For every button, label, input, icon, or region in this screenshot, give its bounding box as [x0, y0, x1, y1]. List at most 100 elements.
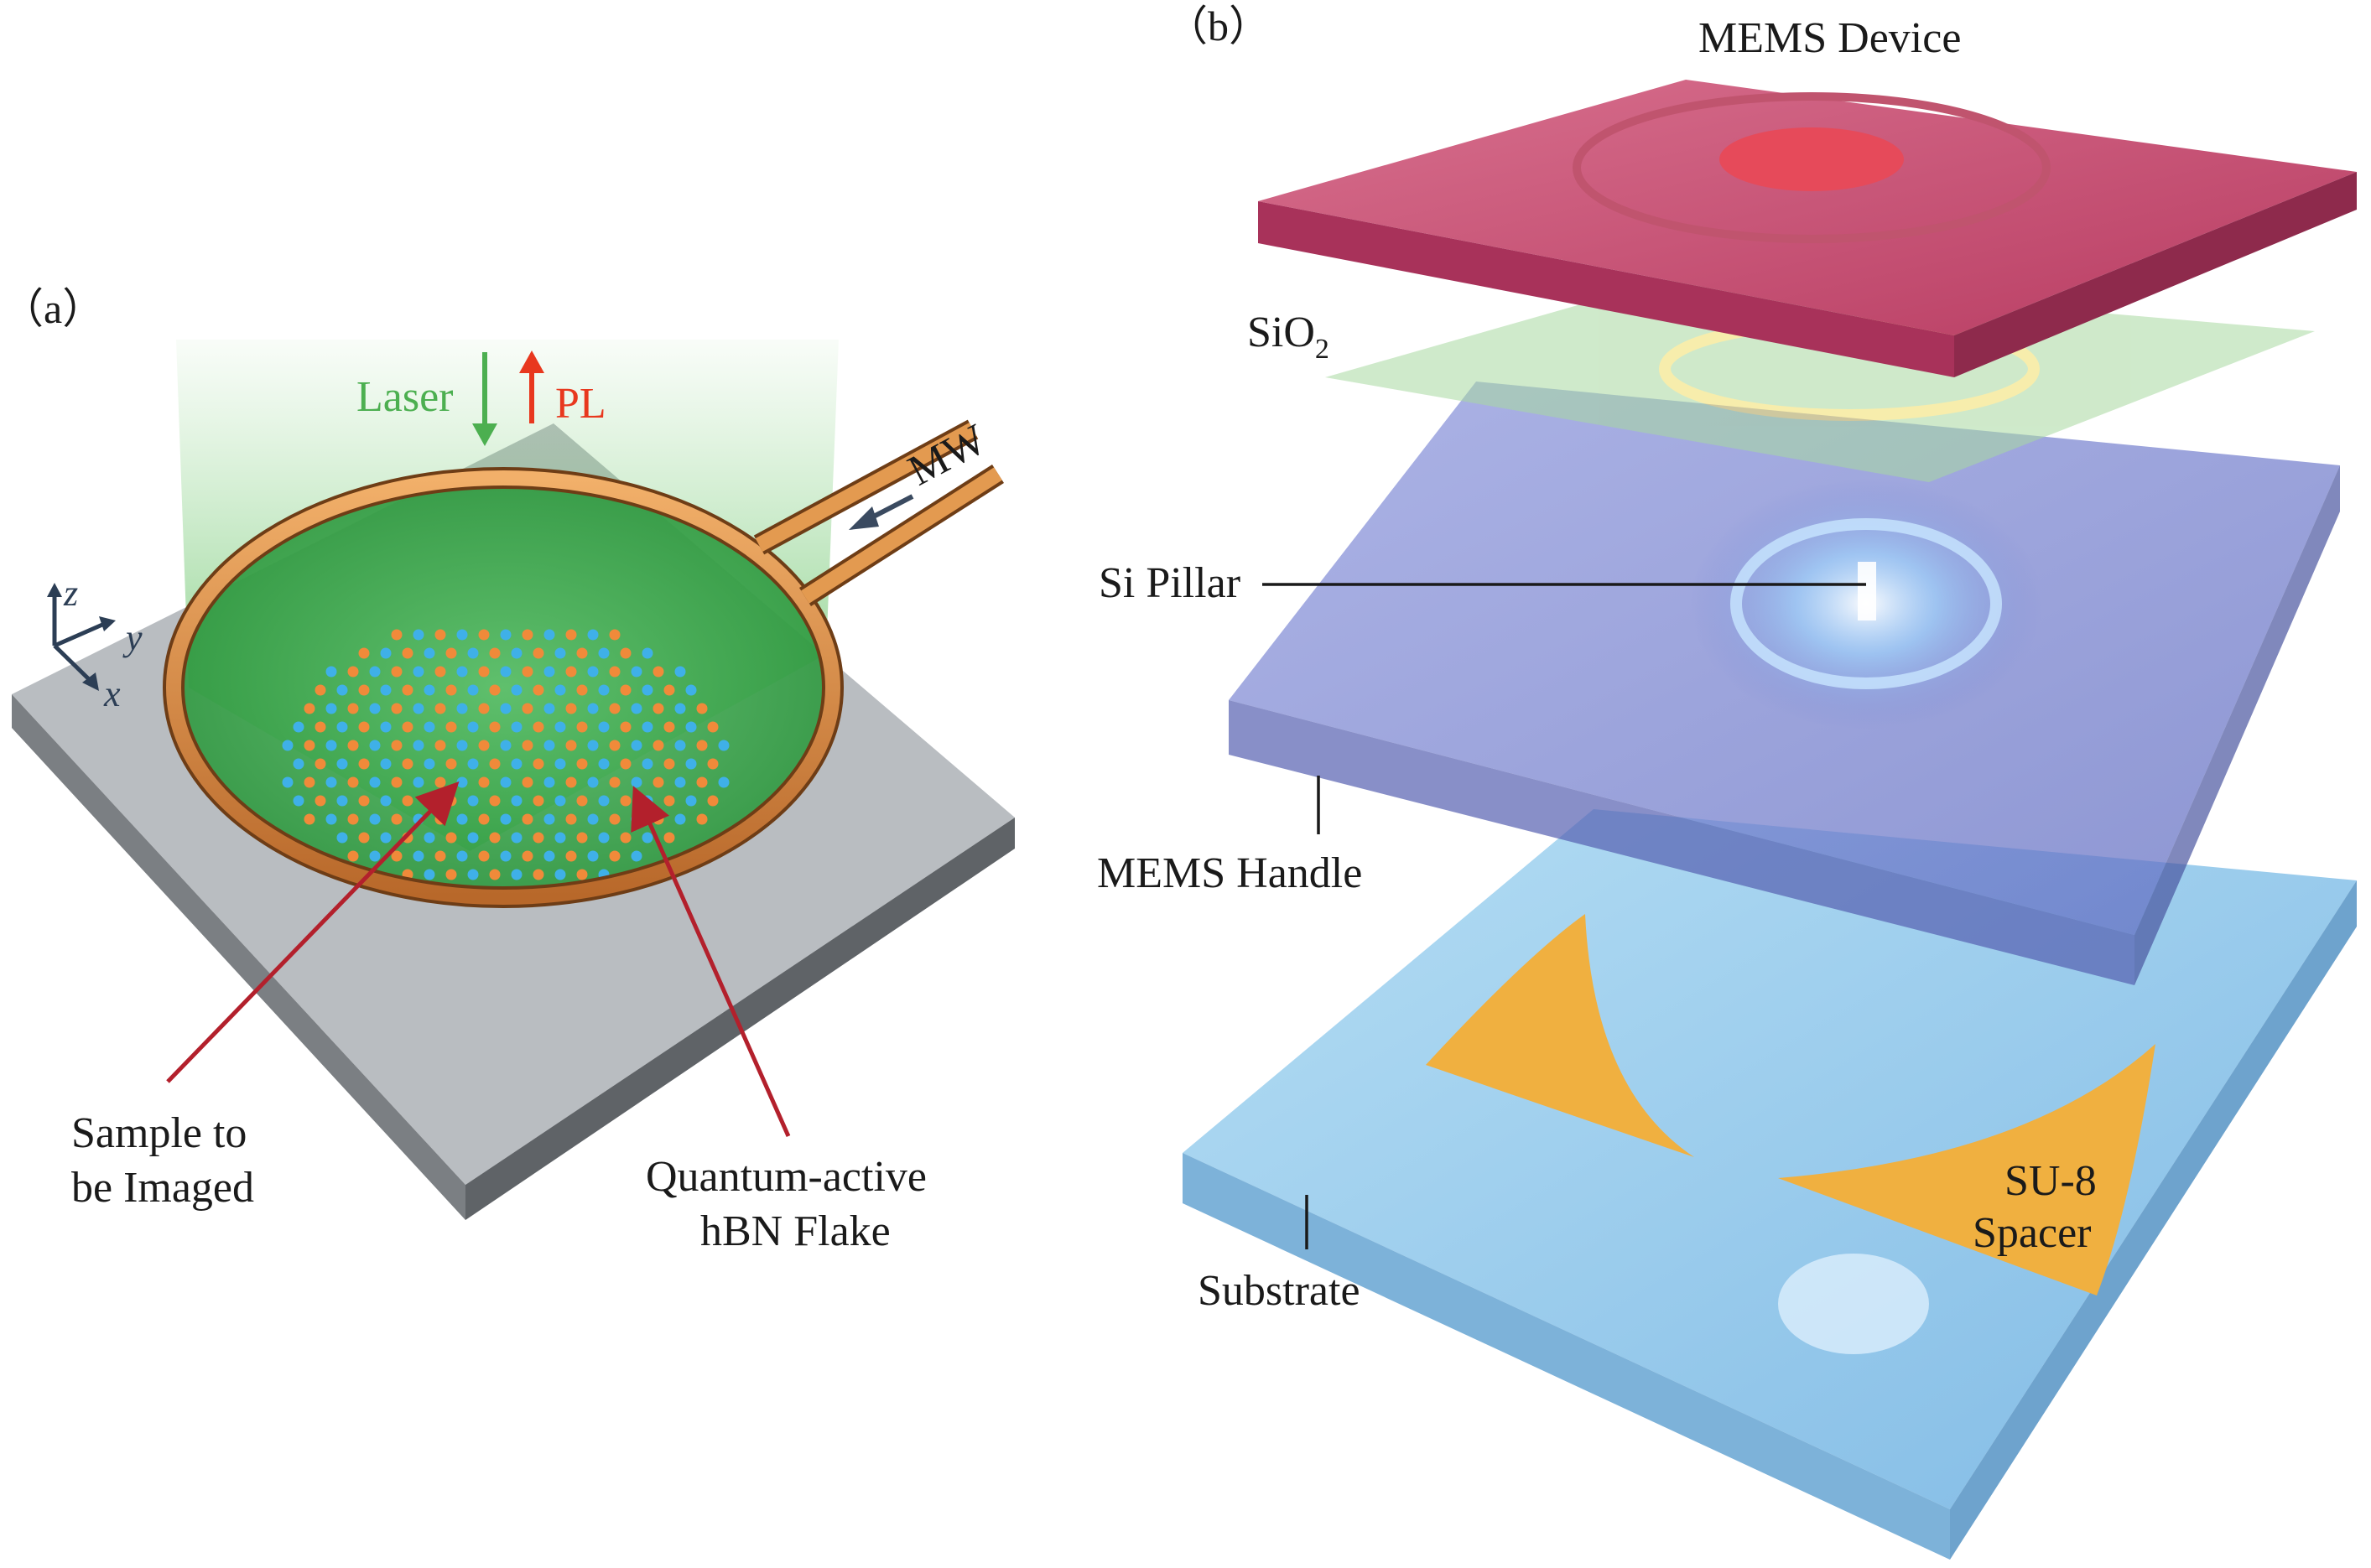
hbn-atom-dot	[533, 795, 544, 807]
hbn-atom-dot	[576, 684, 588, 696]
si-pillar-label: Si Pillar	[1099, 559, 1240, 607]
su8-spacers	[1426, 914, 2155, 1295]
hbn-atom-dot	[347, 813, 359, 825]
hbn-atom-dot	[347, 703, 359, 714]
hbn-atom-dot	[631, 776, 642, 788]
hbn-atom-dot	[609, 850, 621, 862]
hbn-atom-dot	[402, 795, 413, 807]
axis-triad	[47, 583, 116, 691]
hbn-atom-dot	[424, 647, 435, 659]
hbn-atom-dot	[467, 869, 479, 880]
hbn-atom-dot	[663, 758, 675, 770]
hbn-atom-dot	[304, 776, 315, 788]
hbn-atom-dot	[598, 684, 610, 696]
hbn-atom-dot	[533, 869, 544, 880]
flake-label-line1: Quantum-active	[646, 1153, 927, 1201]
hbn-atom-dot	[434, 850, 446, 862]
hbn-atom-dot	[456, 629, 468, 641]
hbn-atom-dot	[325, 776, 337, 788]
hbn-atom-dot	[489, 721, 501, 733]
mw-arrow	[849, 494, 914, 530]
panel-b-label: （b）	[1166, 3, 1271, 49]
hbn-atom-dot	[543, 629, 555, 641]
mems-handle-layer	[1229, 382, 2340, 985]
hbn-atom-dot	[424, 758, 435, 770]
hbn-atom-dot	[511, 684, 523, 696]
hbn-atom-dot	[587, 776, 599, 788]
hbn-atom-dot	[391, 740, 403, 751]
hbn-atom-dot	[413, 740, 424, 751]
hbn-atom-dot	[445, 869, 457, 880]
hbn-atom-dot	[674, 740, 686, 751]
hbn-atom-dot	[325, 813, 337, 825]
hbn-atom-dot	[293, 795, 304, 807]
hbn-atom-dot	[424, 832, 435, 844]
hbn-atom-dot	[456, 813, 468, 825]
hbn-atom-dot	[522, 813, 533, 825]
hbn-atom-dot	[413, 703, 424, 714]
hbn-atom-dot	[445, 758, 457, 770]
hbn-atom-dot	[598, 795, 610, 807]
hbn-atom-dot	[336, 758, 348, 770]
substrate-layer	[1183, 809, 2357, 1560]
hbn-atom-dot	[663, 684, 675, 696]
hbn-atom-dot	[554, 795, 566, 807]
hbn-atom-dot	[358, 721, 370, 733]
laser-label: Laser	[356, 373, 453, 421]
hbn-atom-dot	[653, 813, 664, 825]
hbn-atom-dot	[456, 776, 468, 788]
hbn-atom-dot	[674, 813, 686, 825]
hbn-atom-dot	[500, 850, 512, 862]
hbn-atom-dot	[402, 758, 413, 770]
hbn-atom-dot	[609, 776, 621, 788]
hbn-atom-dot	[336, 721, 348, 733]
hbn-atom-dot	[707, 795, 719, 807]
hbn-atom-dot	[511, 869, 523, 880]
hbn-atom-dot	[631, 666, 642, 678]
hbn-atom-dot	[325, 703, 337, 714]
hbn-atom-dot	[707, 758, 719, 770]
hbn-atom-dot	[696, 776, 708, 788]
hbn-atom-dot	[511, 758, 523, 770]
hbn-atom-dot	[456, 850, 468, 862]
hbn-atom-dot	[424, 721, 435, 733]
flake-label-line2: hBN Flake	[700, 1207, 891, 1255]
axis-x-label: x	[103, 673, 121, 714]
hbn-atom-dot	[565, 776, 577, 788]
hbn-atom-dot	[576, 758, 588, 770]
hbn-atom-dot	[336, 684, 348, 696]
hbn-atom-dot	[380, 721, 392, 733]
hbn-atom-dot	[315, 758, 326, 770]
hbn-atom-dot	[369, 666, 381, 678]
hbn-atom-dot	[565, 666, 577, 678]
hbn-atom-dot	[434, 776, 446, 788]
hbn-atom-dot	[576, 647, 588, 659]
hbn-atom-dot	[478, 703, 490, 714]
hbn-atom-dot	[642, 721, 653, 733]
hbn-atom-dot	[631, 813, 642, 825]
hbn-atom-dot	[554, 869, 566, 880]
hbn-atom-dot	[522, 740, 533, 751]
hbn-atom-dot	[413, 776, 424, 788]
hbn-atom-dot	[478, 740, 490, 751]
sio2-label: SiO2	[1247, 309, 1329, 365]
hbn-atom-dot	[522, 629, 533, 641]
hbn-atom-dot	[642, 832, 653, 844]
hbn-atom-dot	[489, 869, 501, 880]
hbn-atom-dot	[598, 647, 610, 659]
hbn-atom-dot	[522, 703, 533, 714]
hbn-atom-dot	[489, 832, 501, 844]
hbn-atom-dot	[445, 684, 457, 696]
hbn-atom-dot	[565, 813, 577, 825]
hbn-atom-dot	[674, 666, 686, 678]
hbn-atom-dot	[543, 666, 555, 678]
hbn-atom-dot	[347, 850, 359, 862]
hbn-atom-dot	[511, 795, 523, 807]
hbn-atom-dot	[336, 795, 348, 807]
hbn-atom-dot	[685, 684, 697, 696]
hbn-atom-dot	[304, 813, 315, 825]
hbn-atom-dot	[511, 647, 523, 659]
hbn-atom-dot	[434, 666, 446, 678]
hbn-atom-dot	[347, 776, 359, 788]
